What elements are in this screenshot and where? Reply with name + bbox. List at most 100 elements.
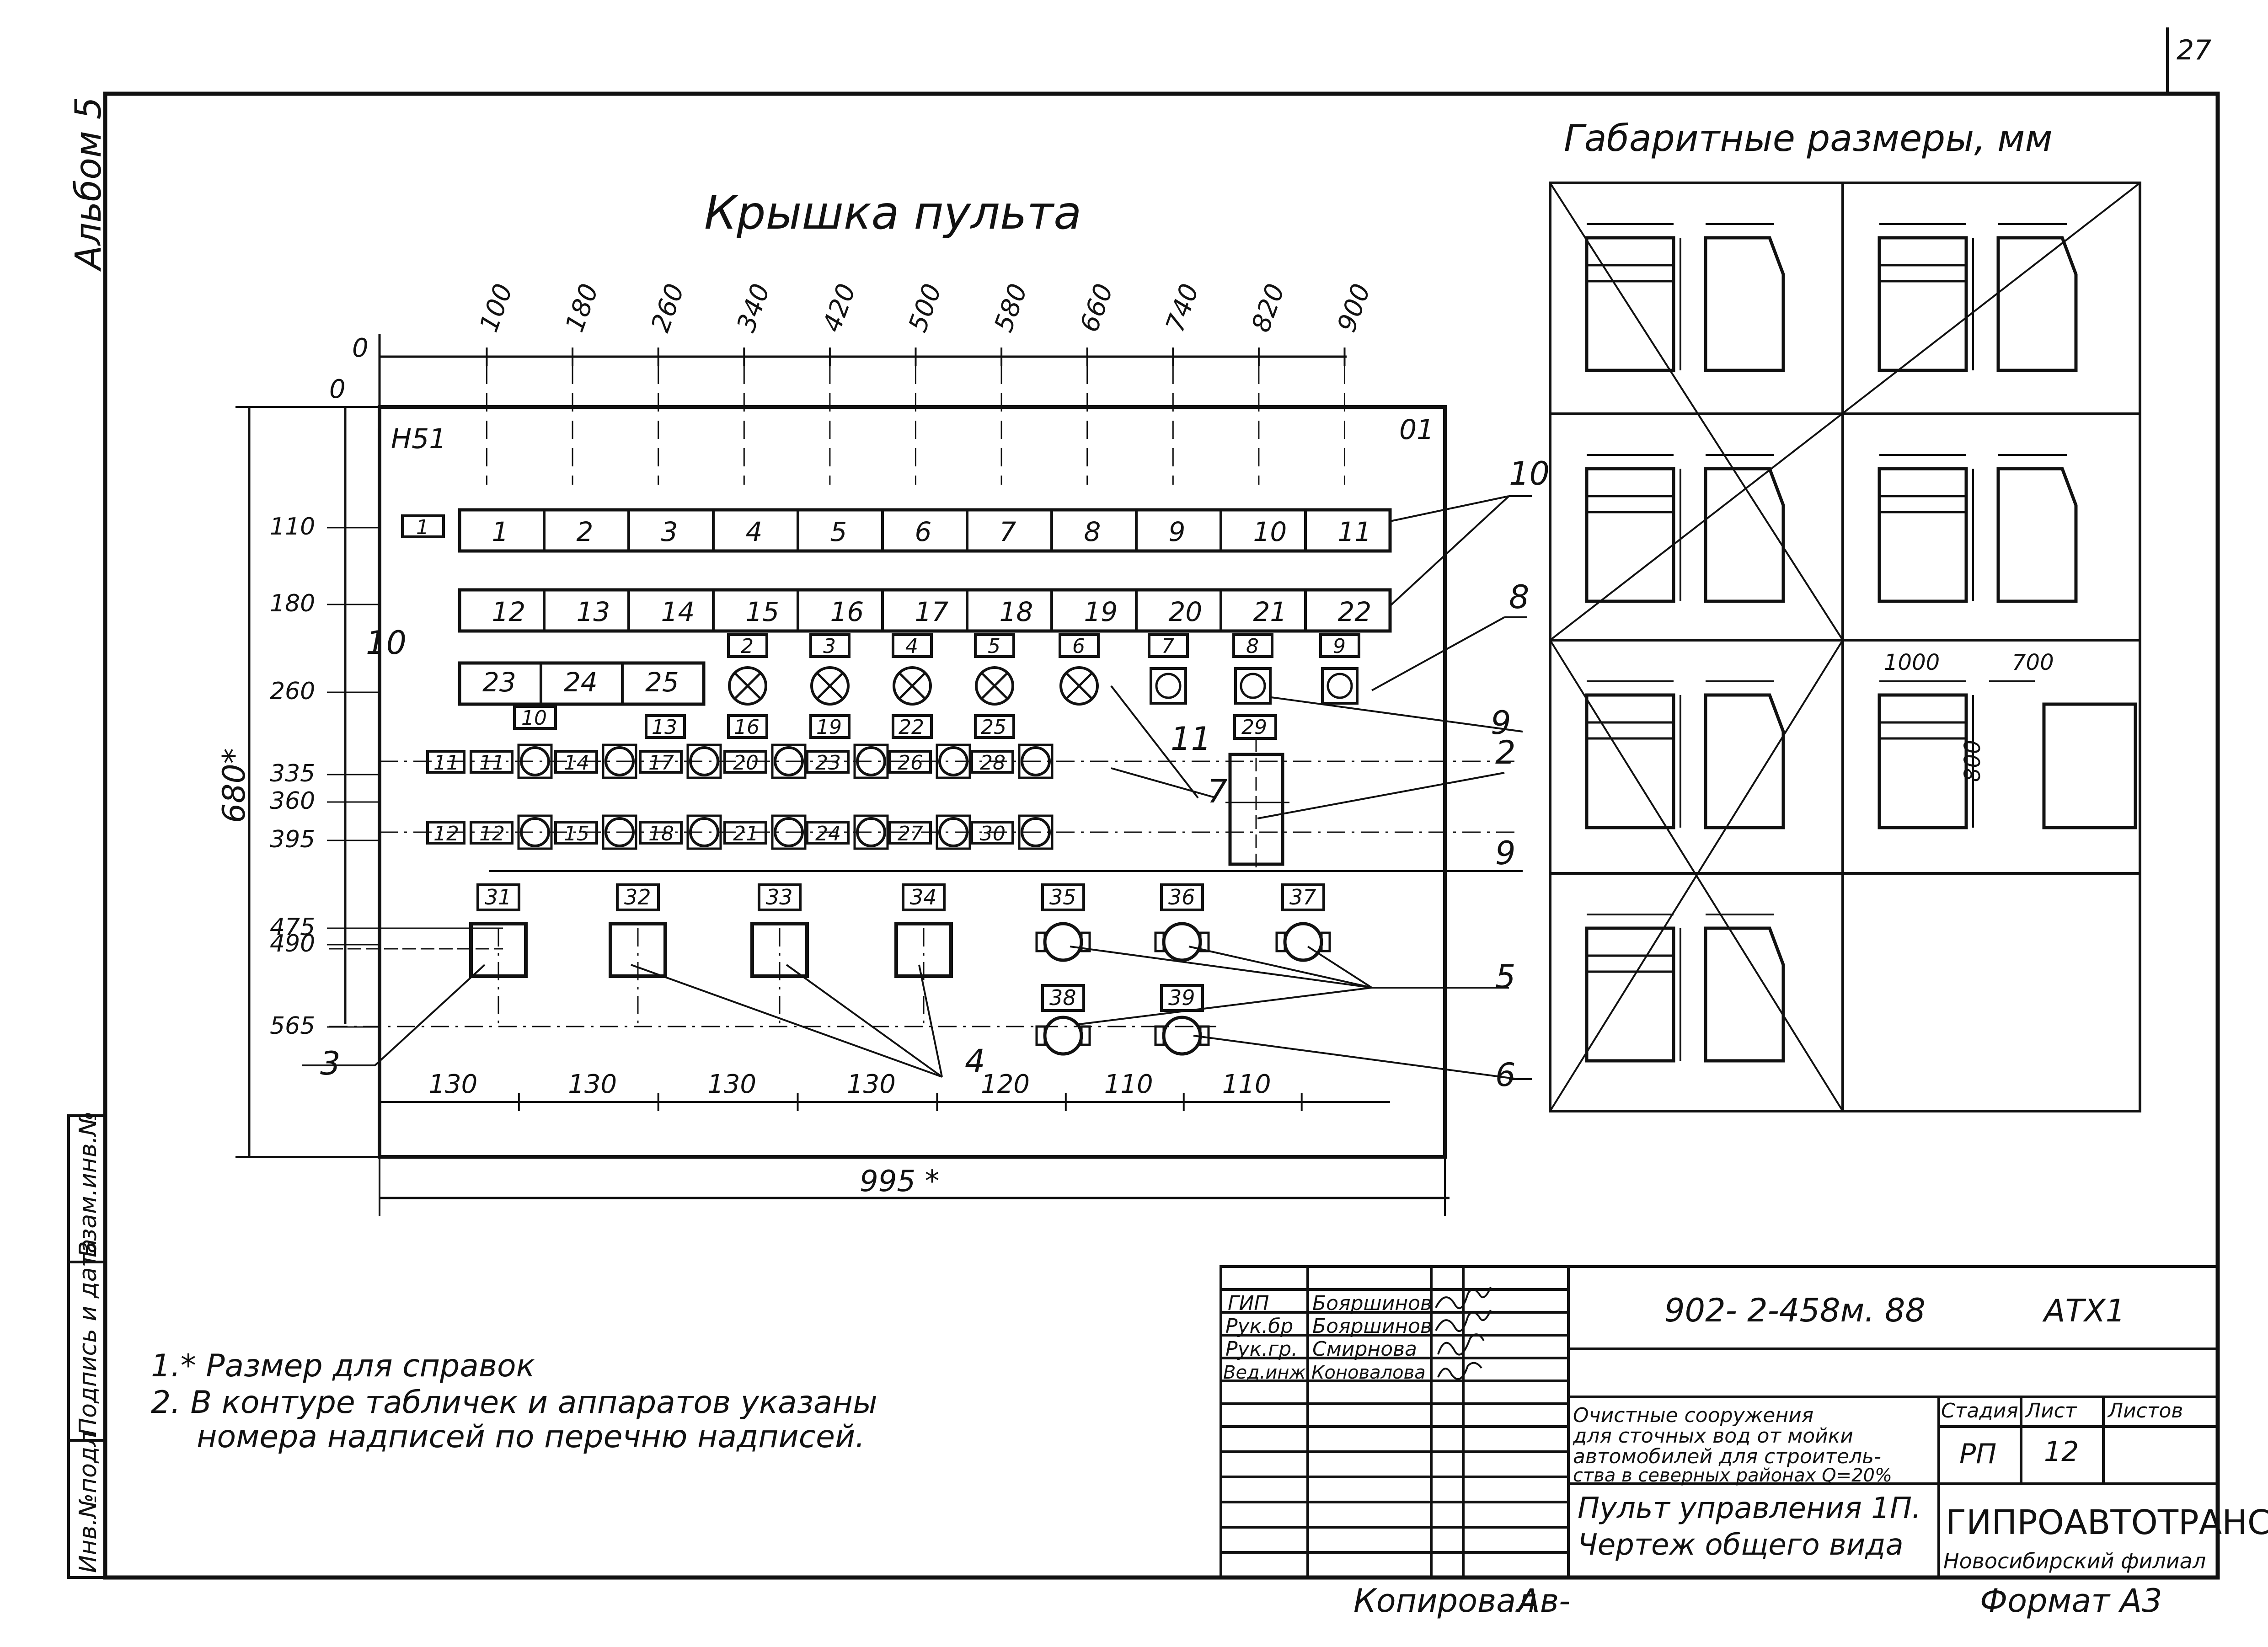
- row3-label: 24: [564, 667, 598, 698]
- callout-label: 6: [1495, 1056, 1516, 1094]
- lamp-square-circle: [1240, 673, 1266, 699]
- row1-small-tag-box: [401, 514, 445, 538]
- row4-tag-box: [639, 750, 683, 774]
- left-scale-label: 360: [270, 787, 315, 815]
- row4-tag: 26: [898, 751, 923, 775]
- cabinet-front: [1878, 236, 1968, 372]
- row5-tag: 24: [815, 822, 841, 845]
- cabinet-front: [1585, 693, 1675, 829]
- row2-label: 19: [1084, 596, 1118, 627]
- name-1: Бояршинов: [1312, 1292, 1432, 1315]
- row4-button-frame: [771, 743, 807, 779]
- bottom-dim-label: 120: [981, 1069, 1030, 1099]
- page-number: 27: [2177, 34, 2211, 66]
- big-device-tag: 31: [485, 885, 512, 909]
- row5-button-frame: [602, 814, 637, 850]
- row2-label: 15: [746, 596, 780, 627]
- lamp-tag: 7: [1161, 635, 1174, 658]
- role-ruk-br: Рук.бр: [1225, 1315, 1293, 1338]
- round-device-ear: [1199, 931, 1210, 952]
- lamp-tag: 4: [905, 635, 918, 658]
- row2-label: 21: [1253, 596, 1287, 627]
- callout-label: 4: [965, 1043, 985, 1080]
- row1-label: 7: [1000, 516, 1016, 547]
- row2-label: 20: [1169, 596, 1203, 627]
- callout-label: 10: [366, 624, 407, 662]
- top-scale-label: 260: [646, 280, 690, 336]
- lamp-tag-box: [1232, 633, 1273, 658]
- row1-label: 6: [915, 516, 932, 547]
- row2-label: 22: [1338, 596, 1372, 627]
- lamp-circle: [893, 666, 932, 706]
- project-desc-2: для сточных вод от мойки: [1573, 1424, 1853, 1448]
- lamp-square: [1150, 667, 1187, 705]
- row1-label: 8: [1084, 516, 1101, 547]
- hdr-sheet: Лист: [2025, 1399, 2077, 1422]
- lamp-tag: 9: [1333, 635, 1346, 658]
- cabinet-side: [1704, 693, 1785, 829]
- bottom-dim-label: 110: [1222, 1069, 1271, 1099]
- row1-label: 1: [492, 516, 509, 547]
- lamp-square-circle: [1327, 673, 1353, 699]
- role-gip: ГИП: [1228, 1292, 1269, 1315]
- role-ved-inzh: Вед.инж.: [1223, 1362, 1311, 1383]
- lamp-lower-tag-box: [809, 714, 850, 739]
- sheet-value: 12: [2044, 1436, 2079, 1468]
- left-scale-label: 180: [270, 590, 315, 617]
- bottom-dim-label: 110: [1104, 1069, 1153, 1099]
- row4-tag: 23: [815, 751, 841, 775]
- org-branch: Новосибирский филиал: [1943, 1549, 2206, 1573]
- row5-button-frame: [771, 814, 807, 850]
- left-scale-label: 475: [270, 914, 315, 941]
- row4-tag: 28: [980, 751, 1006, 775]
- role-ruk-gr: Рук.гр.: [1225, 1337, 1298, 1361]
- lamp-tag-box: [1319, 633, 1360, 658]
- sizes-cells: [1585, 223, 2137, 1063]
- lamp-circle: [810, 666, 850, 706]
- top-scale-label: 580: [989, 280, 1033, 336]
- row2-label: 16: [830, 596, 864, 627]
- big-device-tag: 34: [910, 885, 937, 909]
- round-device-ear: [1035, 931, 1046, 952]
- row2-label: 13: [577, 596, 610, 627]
- round-device-tag: 37: [1289, 885, 1316, 909]
- left-scale-label: 335: [270, 760, 315, 787]
- row2-label: 17: [915, 596, 949, 627]
- top-scale-label: 740: [1160, 280, 1205, 336]
- row4-button-frame: [1018, 743, 1054, 779]
- lamp-tag: 2: [741, 635, 754, 658]
- row5-tag-box: [806, 821, 850, 845]
- lamp-tag-box: [974, 633, 1015, 658]
- round-device-lower-tag-box: [1041, 984, 1085, 1012]
- row5-tag-box: [639, 821, 683, 845]
- footer-copied-sig: Ав-: [1516, 1582, 1570, 1620]
- row4-tag: 20: [733, 751, 759, 775]
- sheet-code: АТХ1: [2042, 1293, 2125, 1329]
- lamp-cross: [816, 672, 844, 700]
- width-label: 995 *: [860, 1165, 940, 1198]
- row1-label: 5: [830, 516, 847, 547]
- callout-label: 2: [1495, 734, 1516, 771]
- row2-label: 12: [492, 596, 526, 627]
- height-label: 680*: [216, 748, 252, 823]
- lamp-lower-tag: 13: [652, 716, 677, 739]
- name-2: Бояршинов: [1312, 1315, 1432, 1338]
- left-scale-label: 395: [270, 826, 315, 853]
- round-device-tag-box: [1281, 883, 1325, 911]
- callout-label: 3: [320, 1045, 341, 1082]
- callout-label: 11: [1171, 720, 1211, 758]
- top-scale-label: 100: [474, 280, 519, 336]
- side-stamp-inv: Инв.№подл: [75, 1432, 102, 1573]
- top-scale-label: 820: [1246, 280, 1291, 336]
- size-dim-800: 800: [1960, 740, 1985, 782]
- panel-code-left: Н51: [391, 423, 446, 455]
- switch-tag-box: [1233, 714, 1277, 740]
- lamp-lower-tag-box: [892, 714, 933, 739]
- round-device: [1162, 922, 1202, 962]
- row4-button-frame: [602, 743, 637, 779]
- callout-label: 5: [1495, 958, 1516, 995]
- side-stamp: [67, 1114, 107, 1579]
- row2-label: 14: [661, 596, 695, 627]
